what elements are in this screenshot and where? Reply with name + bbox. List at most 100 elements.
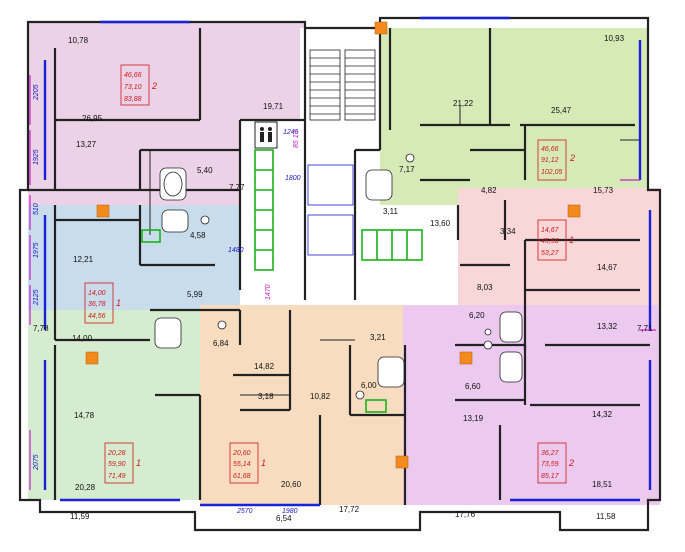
dimension-label: 1975 <box>33 242 40 258</box>
area-label: 17,72 <box>339 505 360 514</box>
svg-text:71,49: 71,49 <box>108 473 126 480</box>
area-label: 11,59 <box>70 512 90 521</box>
area-label: 11,58 <box>596 512 616 521</box>
area-label: 6,84 <box>213 339 229 348</box>
bath-icon <box>154 317 182 349</box>
dimension-label: 1925 <box>33 149 40 165</box>
bath-icon <box>365 169 393 201</box>
summary-w: 14,00 36,78 44,56 1 <box>84 282 121 324</box>
room-areas: 10,78 26,95 13,27 19,71 5,40 7,77 4,58 1… <box>33 34 653 523</box>
area-label: 20,60 <box>281 480 302 489</box>
svg-text:36,27: 36,27 <box>541 450 560 457</box>
area-label: 13,19 <box>463 414 484 423</box>
area-label: 5,99 <box>187 290 203 299</box>
svg-text:2: 2 <box>569 153 575 163</box>
dimension-labels: 1245 1800 1480 2205 1925 510 1975 2125 2… <box>33 84 301 515</box>
staircase <box>307 49 376 256</box>
bath-icon <box>499 351 523 383</box>
svg-text:83,88: 83,88 <box>124 96 142 103</box>
area-label: 14,32 <box>592 410 613 419</box>
svg-text:46,66: 46,66 <box>124 72 142 79</box>
area-label: 25,47 <box>551 106 572 115</box>
area-label: 10,82 <box>310 392 331 401</box>
apartment-fills <box>28 22 660 505</box>
svg-text:53,27: 53,27 <box>541 250 560 257</box>
utility-shafts <box>141 149 423 413</box>
apartment-ne-fill <box>380 28 648 205</box>
area-label: 13,32 <box>597 322 618 331</box>
area-label: 4,82 <box>481 186 497 195</box>
area-label: 14,00 <box>72 334 93 343</box>
walls <box>18 16 662 532</box>
area-label: 3,18 <box>258 392 274 401</box>
dimension-label: 2125 <box>33 289 40 306</box>
svg-text:2: 2 <box>568 458 574 468</box>
svg-text:20,28: 20,28 <box>107 450 126 457</box>
area-label: 6,00 <box>361 381 377 390</box>
stove-icon <box>395 455 409 469</box>
area-label: 10,78 <box>68 36 89 45</box>
dimension-label: 2205 <box>33 84 40 101</box>
apartment-s-fill <box>200 305 403 505</box>
wall-sw-1 <box>53 308 292 500</box>
svg-text:14,67: 14,67 <box>541 227 560 234</box>
summary-ne: 46,66 91,12 102,05 2 <box>537 139 575 181</box>
area-label: 21,22 <box>453 99 474 108</box>
svg-text:59,90: 59,90 <box>108 461 126 468</box>
summary-e: 14,67 45,56 53,27 1 <box>537 219 574 261</box>
toilet-icon <box>484 328 492 336</box>
dimension-label: 2075 <box>33 454 40 471</box>
toilet-icon <box>217 320 227 330</box>
area-label: 14,78 <box>74 411 95 420</box>
svg-text:36,78: 36,78 <box>88 301 106 308</box>
stove-icon <box>374 21 388 35</box>
svg-text:91,12: 91,12 <box>541 157 559 164</box>
apartment-nw-fill <box>28 22 305 205</box>
svg-text:1: 1 <box>136 458 141 468</box>
area-label: 13,27 <box>76 140 97 149</box>
wall-e-1 <box>460 200 640 350</box>
dimension-label: 2570 <box>236 508 253 515</box>
dimension-label: 1245 <box>283 129 299 136</box>
area-label: 7,78 <box>33 324 49 333</box>
svg-text:14,00: 14,00 <box>88 290 106 297</box>
summary-s: 20,60 55,14 61,68 1 <box>229 442 266 484</box>
svg-text:1: 1 <box>569 235 574 245</box>
dimension-ticks <box>29 75 656 490</box>
dimension-label: 510 <box>33 203 40 215</box>
svg-text:102,05: 102,05 <box>541 169 563 176</box>
stove-icon <box>567 204 581 218</box>
area-label: 10,93 <box>604 34 625 43</box>
area-label: 14,67 <box>597 263 618 272</box>
bathroom-fixtures <box>154 153 523 400</box>
kitchen-stoves <box>85 21 581 469</box>
area-label: 17,76 <box>455 510 476 519</box>
summary-se: 36,27 73,59 85,17 2 <box>537 442 574 484</box>
area-label: 3,11 <box>383 207 399 216</box>
bath-icon <box>377 356 405 388</box>
summary-nw: 46,66 73,10 83,88 2 <box>120 64 157 106</box>
svg-text:61,68: 61,68 <box>233 473 251 480</box>
wall-core <box>238 28 382 300</box>
area-label: 26,95 <box>82 114 103 123</box>
summary-sw: 20,28 59,90 71,49 1 <box>104 442 141 484</box>
stove-icon <box>459 351 473 365</box>
area-label: 12,21 <box>73 255 94 264</box>
windows <box>43 16 652 507</box>
toilet-icon <box>200 215 210 225</box>
svg-text:73,10: 73,10 <box>124 84 142 91</box>
bath-icon <box>161 209 189 233</box>
area-label: 19,71 <box>263 102 284 111</box>
area-label: 4,58 <box>190 231 206 240</box>
elevator-icon <box>254 121 278 149</box>
area-label: 5,40 <box>197 166 213 175</box>
apartment-summaries: 46,66 91,12 102,05 2 46,66 73,10 83,88 2… <box>84 64 575 484</box>
toilet-icon <box>355 390 365 400</box>
area-label: 3,34 <box>500 227 516 236</box>
toilet-icon <box>405 153 415 163</box>
thin-partitions <box>149 105 640 396</box>
dimension-label: 1980 <box>282 508 298 515</box>
area-label: 6,20 <box>469 311 485 320</box>
area-label: 8,03 <box>477 283 493 292</box>
